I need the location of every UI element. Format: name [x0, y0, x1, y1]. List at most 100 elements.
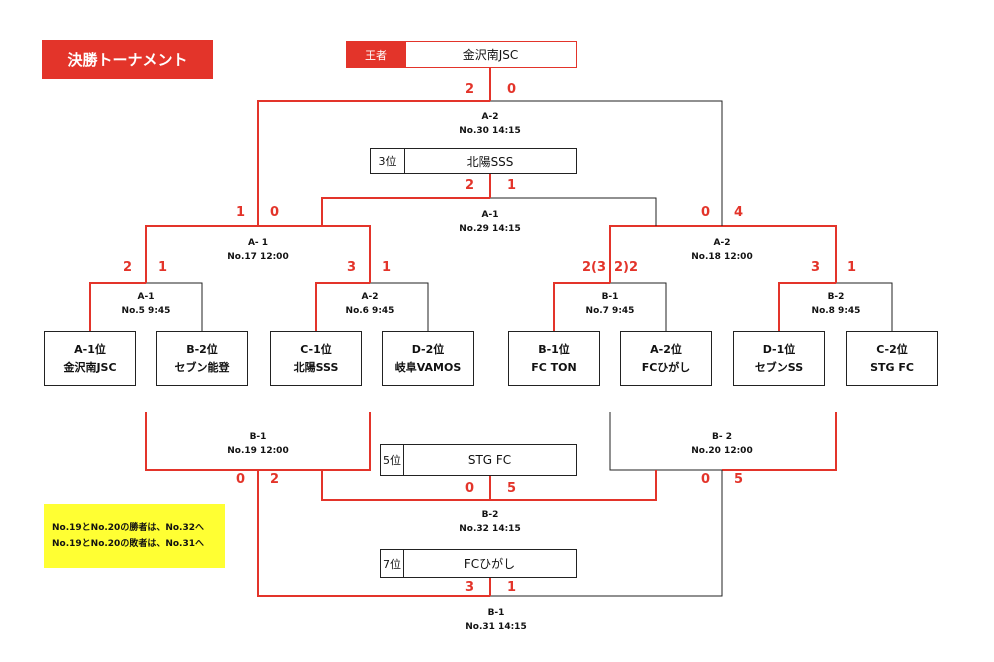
match-info-m5: A-1 No.5 9:45 — [86, 290, 206, 318]
team-seed: C-2位 — [876, 342, 908, 356]
line-m7-loser — [610, 282, 667, 331]
seventh-place-box: 7位 FCひがし — [380, 549, 577, 578]
match-number-time: No.18 12:00 — [691, 252, 753, 262]
advancement-note: No.19とNo.20の勝者は、No.32へ No.19とNo.20の敗者は、N… — [44, 504, 225, 568]
score-m19-right: 2 — [270, 472, 280, 487]
team-name: FCひがし — [641, 360, 691, 374]
team-seed: B-2位 — [186, 342, 218, 356]
match-number-time: No.30 14:15 — [459, 126, 521, 136]
match-court: A-1 — [481, 210, 499, 220]
score-m8-left: 3 — [811, 260, 821, 275]
line-m5-winner — [89, 282, 146, 331]
third-place-box: 3位 北陽SSS — [370, 148, 577, 174]
score-m18-right: 4 — [734, 205, 744, 220]
team-seed: D-1位 — [762, 342, 796, 356]
line-m19-right — [258, 412, 371, 471]
score-m5-right: 1 — [158, 260, 168, 275]
third-name: 北陽SSS — [466, 154, 514, 169]
match-info-m6: A-2 No.6 9:45 — [310, 290, 430, 318]
team-box-7: D-1位 セブンSS — [733, 331, 825, 386]
team-name: 北陽SSS — [293, 360, 339, 374]
score-m32-left: 0 — [465, 481, 475, 496]
seventh-tag: 7位 — [381, 550, 404, 577]
third-tag: 3位 — [371, 149, 405, 173]
match-court: B-1 — [487, 608, 505, 618]
match-court: A-1 — [137, 292, 155, 302]
match-number-time: No.32 14:15 — [459, 524, 521, 534]
team-seed: A-2位 — [650, 342, 682, 356]
team-box-5: B-1位 FC TON — [508, 331, 600, 386]
match-number-time: No.6 9:45 — [345, 306, 395, 316]
champion-box: 王者 金沢南JSC — [346, 41, 577, 68]
line-m20-right — [722, 412, 837, 471]
line-m17-left — [145, 225, 258, 283]
line-m5-loser — [146, 282, 203, 331]
seventh-name: FCひがし — [463, 557, 516, 571]
match-info-m32: B-2 No.32 14:15 — [430, 508, 550, 536]
team-box-4: D-2位 岐阜VAMOS — [382, 331, 474, 386]
score-m6-right: 1 — [382, 260, 392, 275]
team-box-1: A-1位 金沢南JSC — [44, 331, 136, 386]
score-m30-left: 2 — [465, 82, 475, 97]
line-m32-right — [490, 470, 657, 501]
line-m17-right — [258, 225, 371, 283]
score-m7-left: 2(3 — [582, 260, 607, 275]
score-m7-right: 2)2 — [614, 260, 639, 275]
score-m5-left: 2 — [123, 260, 133, 275]
match-number-time: No.5 9:45 — [121, 306, 171, 316]
line-m18-left — [609, 225, 722, 283]
match-court: B-1 — [601, 292, 619, 302]
team-name: 岐阜VAMOS — [394, 360, 462, 374]
team-name: 金沢南JSC — [63, 360, 117, 374]
team-box-6: A-2位 FCひがし — [620, 331, 712, 386]
match-court: B-1 — [249, 432, 267, 442]
score-m29-right: 1 — [507, 178, 517, 193]
score-m17-left: 1 — [236, 205, 246, 220]
team-seed: D-2位 — [411, 342, 445, 356]
champion-tag: 王者 — [347, 42, 406, 67]
note-line: No.19とNo.20の敗者は、No.31へ — [52, 539, 204, 549]
match-court: A-2 — [481, 112, 499, 122]
score-m29-left: 2 — [465, 178, 475, 193]
match-info-m20: B- 2 No.20 12:00 — [662, 430, 782, 458]
score-m8-right: 1 — [847, 260, 857, 275]
match-info-m29: A-1 No.29 14:15 — [430, 208, 550, 236]
score-m6-left: 3 — [347, 260, 357, 275]
line-m29-left — [321, 197, 490, 226]
match-info-m8: B-2 No.8 9:45 — [776, 290, 896, 318]
champion-name: 金沢南JSC — [462, 48, 519, 62]
match-court: A-2 — [713, 238, 731, 248]
fifth-name: STG FC — [467, 453, 512, 467]
match-court: B-2 — [481, 510, 499, 520]
team-name: セブン能登 — [174, 360, 230, 374]
team-box-2: B-2位 セブン能登 — [156, 331, 248, 386]
line-m30-left — [257, 100, 490, 226]
score-m17-right: 0 — [270, 205, 280, 220]
match-info-m7: B-1 No.7 9:45 — [550, 290, 670, 318]
line-m18-right — [722, 225, 837, 283]
line-m31-left — [257, 470, 490, 597]
line-m30-right — [490, 100, 723, 226]
team-name: STG FC — [870, 360, 914, 374]
note-line: No.19とNo.20の勝者は、No.32へ — [52, 523, 204, 533]
line-m8-winner — [778, 282, 836, 331]
team-box-8: C-2位 STG FC — [846, 331, 938, 386]
match-number-time: No.7 9:45 — [585, 306, 635, 316]
match-number-time: No.31 14:15 — [465, 622, 527, 632]
team-seed: C-1位 — [300, 342, 332, 356]
score-m31-right: 1 — [507, 580, 517, 595]
match-info-m30: A-2 No.30 14:15 — [430, 110, 550, 138]
line-m6-winner — [315, 282, 370, 331]
match-info-m17: A- 1 No.17 12:00 — [198, 236, 318, 264]
match-court: A- 1 — [247, 238, 269, 248]
team-name: FC TON — [531, 360, 577, 374]
line-m7-winner — [553, 282, 610, 331]
score-m30-right: 0 — [507, 82, 517, 97]
match-number-time: No.19 12:00 — [227, 446, 289, 456]
match-number-time: No.29 14:15 — [459, 224, 521, 234]
match-court: B-2 — [827, 292, 845, 302]
score-m32-right: 5 — [507, 481, 517, 496]
match-number-time: No.17 12:00 — [227, 252, 289, 262]
fifth-tag: 5位 — [381, 445, 404, 475]
